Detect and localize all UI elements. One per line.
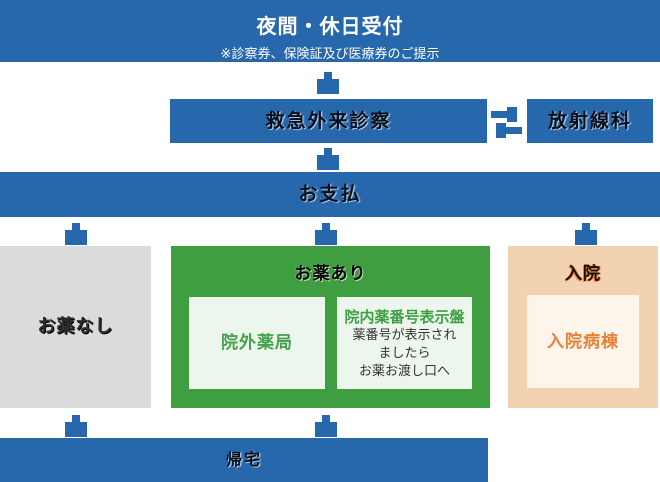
header-note: ※診察券、保険証及び医療券のご提示: [220, 47, 440, 62]
board-note-line: お薬お渡し口へ: [358, 364, 450, 379]
arrow-head: [575, 230, 597, 245]
arrow-head: [317, 155, 339, 170]
go-home-bar: 帰宅: [0, 438, 488, 482]
arrow-head: [65, 230, 87, 245]
right-arrow-bar: [491, 111, 507, 118]
admission-title: 入院: [565, 264, 601, 284]
number-display-board-title: 院内薬番号表示盤: [344, 308, 465, 326]
go-home-label: 帰宅: [225, 450, 262, 469]
emergency-exam-label: 救急外来診察: [265, 110, 392, 132]
emergency-exam-box: 救急外来診察: [170, 99, 487, 143]
arrow-head: [65, 422, 87, 437]
board-note-line: ましたら: [378, 346, 431, 361]
radiology-box: 放射線科: [527, 99, 653, 143]
down-arrow-icon: [315, 415, 337, 437]
exchange-arrows-icon: [491, 104, 522, 140]
medicine-title: お薬あり: [294, 264, 367, 284]
down-arrow-icon: [317, 72, 339, 94]
arrow-stem: [72, 415, 80, 422]
no-medicine-box: お薬なし: [0, 246, 151, 408]
payment-label: お支払: [298, 183, 362, 205]
left-arrow-bar: [506, 127, 522, 134]
admission-ward-box: 入院病棟: [527, 295, 639, 388]
down-arrow-icon: [65, 223, 87, 245]
down-arrow-icon: [317, 148, 339, 170]
admission-ward-label: 入院病棟: [547, 332, 619, 352]
down-arrow-icon: [575, 223, 597, 245]
arrow-head: [317, 79, 339, 94]
left-arrow-head: [496, 123, 506, 138]
header-banner: 夜間・休日受付 ※診察券、保険証及び医療券のご提示: [0, 0, 660, 62]
page-title: 夜間・休日受付: [256, 14, 404, 38]
arrow-stem: [322, 223, 330, 230]
arrow-stem: [324, 148, 332, 155]
right-arrow-head: [507, 107, 517, 122]
radiology-label: 放射線科: [547, 110, 632, 132]
payment-bar: お支払: [0, 172, 660, 217]
external-pharmacy-label: 院外薬局: [221, 333, 293, 353]
arrow-head: [315, 230, 337, 245]
medicine-box: お薬あり 院外薬局 院内薬番号表示盤 薬番号が表示され ましたら お薬お渡し口へ: [171, 246, 490, 408]
board-note-line: 薬番号が表示され: [352, 328, 457, 343]
no-medicine-label: お薬なし: [37, 316, 114, 337]
arrow-stem: [582, 223, 590, 230]
arrow-stem: [324, 72, 332, 79]
number-display-board-box: 院内薬番号表示盤 薬番号が表示され ましたら お薬お渡し口へ: [337, 297, 472, 389]
external-pharmacy-box: 院外薬局: [189, 297, 325, 389]
down-arrow-icon: [65, 415, 87, 437]
down-arrow-icon: [315, 223, 337, 245]
admission-box: 入院 入院病棟: [508, 246, 658, 408]
arrow-stem: [322, 415, 330, 422]
arrow-head: [315, 422, 337, 437]
arrow-stem: [72, 223, 80, 230]
